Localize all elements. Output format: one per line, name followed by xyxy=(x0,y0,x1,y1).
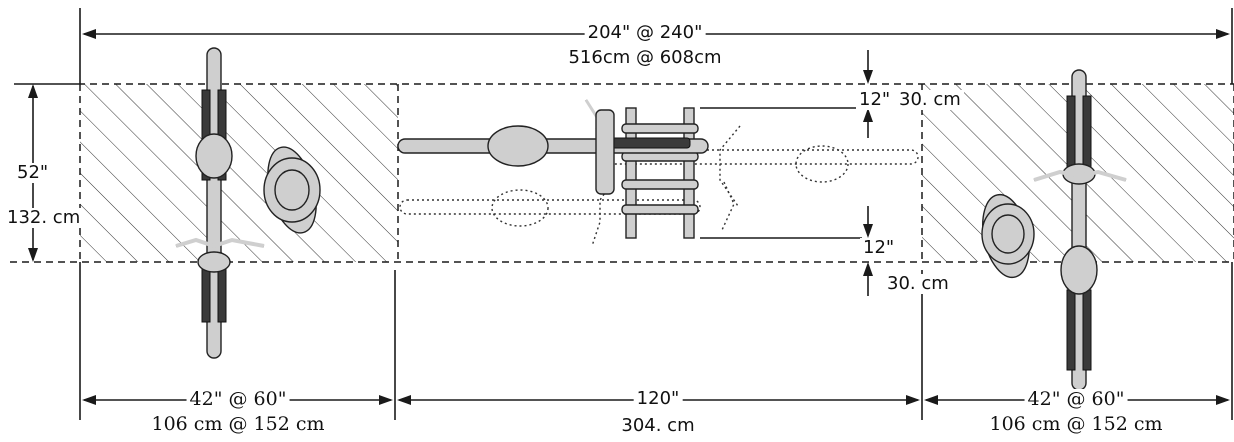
bicycle-topview-icon xyxy=(397,99,709,195)
gap-top-arrows xyxy=(863,50,873,138)
gap-bottom-arrows xyxy=(863,206,873,296)
left-parking-zone xyxy=(80,84,398,262)
height-label-in: 52" xyxy=(14,163,52,183)
right-zone-label-cm: 106 cm @ 152 cm xyxy=(989,413,1163,435)
gap-top-label-in: 12" xyxy=(856,90,894,110)
bicycle-topview-icon-right xyxy=(1033,69,1127,391)
bicycle-topview-icon-left xyxy=(175,47,265,359)
overall-width-label-cm: 516cm @ 608cm xyxy=(568,47,722,68)
rider-topview-icon-right xyxy=(981,193,1035,279)
left-zone-label-in: 42" @ 60" xyxy=(186,389,290,409)
gap-top-label-cm: 30. cm xyxy=(896,90,964,110)
height-label-cm: 132. cm xyxy=(4,208,84,228)
gap-bottom-label-cm: 30. cm xyxy=(884,274,952,294)
middle-zone-label-cm: 304. cm xyxy=(621,415,695,436)
middle-zone-label-in: 120" xyxy=(633,389,683,409)
gap-bottom-label-in: 12" xyxy=(860,238,898,258)
bike-rack-icon xyxy=(621,107,699,239)
overall-width-label-in: 204" @ 240" xyxy=(584,23,706,43)
left-zone-label-cm: 106 cm @ 152 cm xyxy=(151,413,325,435)
extension-lines xyxy=(79,8,1233,420)
ghost-bicycle-lower xyxy=(399,181,735,247)
rider-topview-icon-left xyxy=(263,146,321,234)
right-zone-label-in: 42" @ 60" xyxy=(1024,389,1128,409)
